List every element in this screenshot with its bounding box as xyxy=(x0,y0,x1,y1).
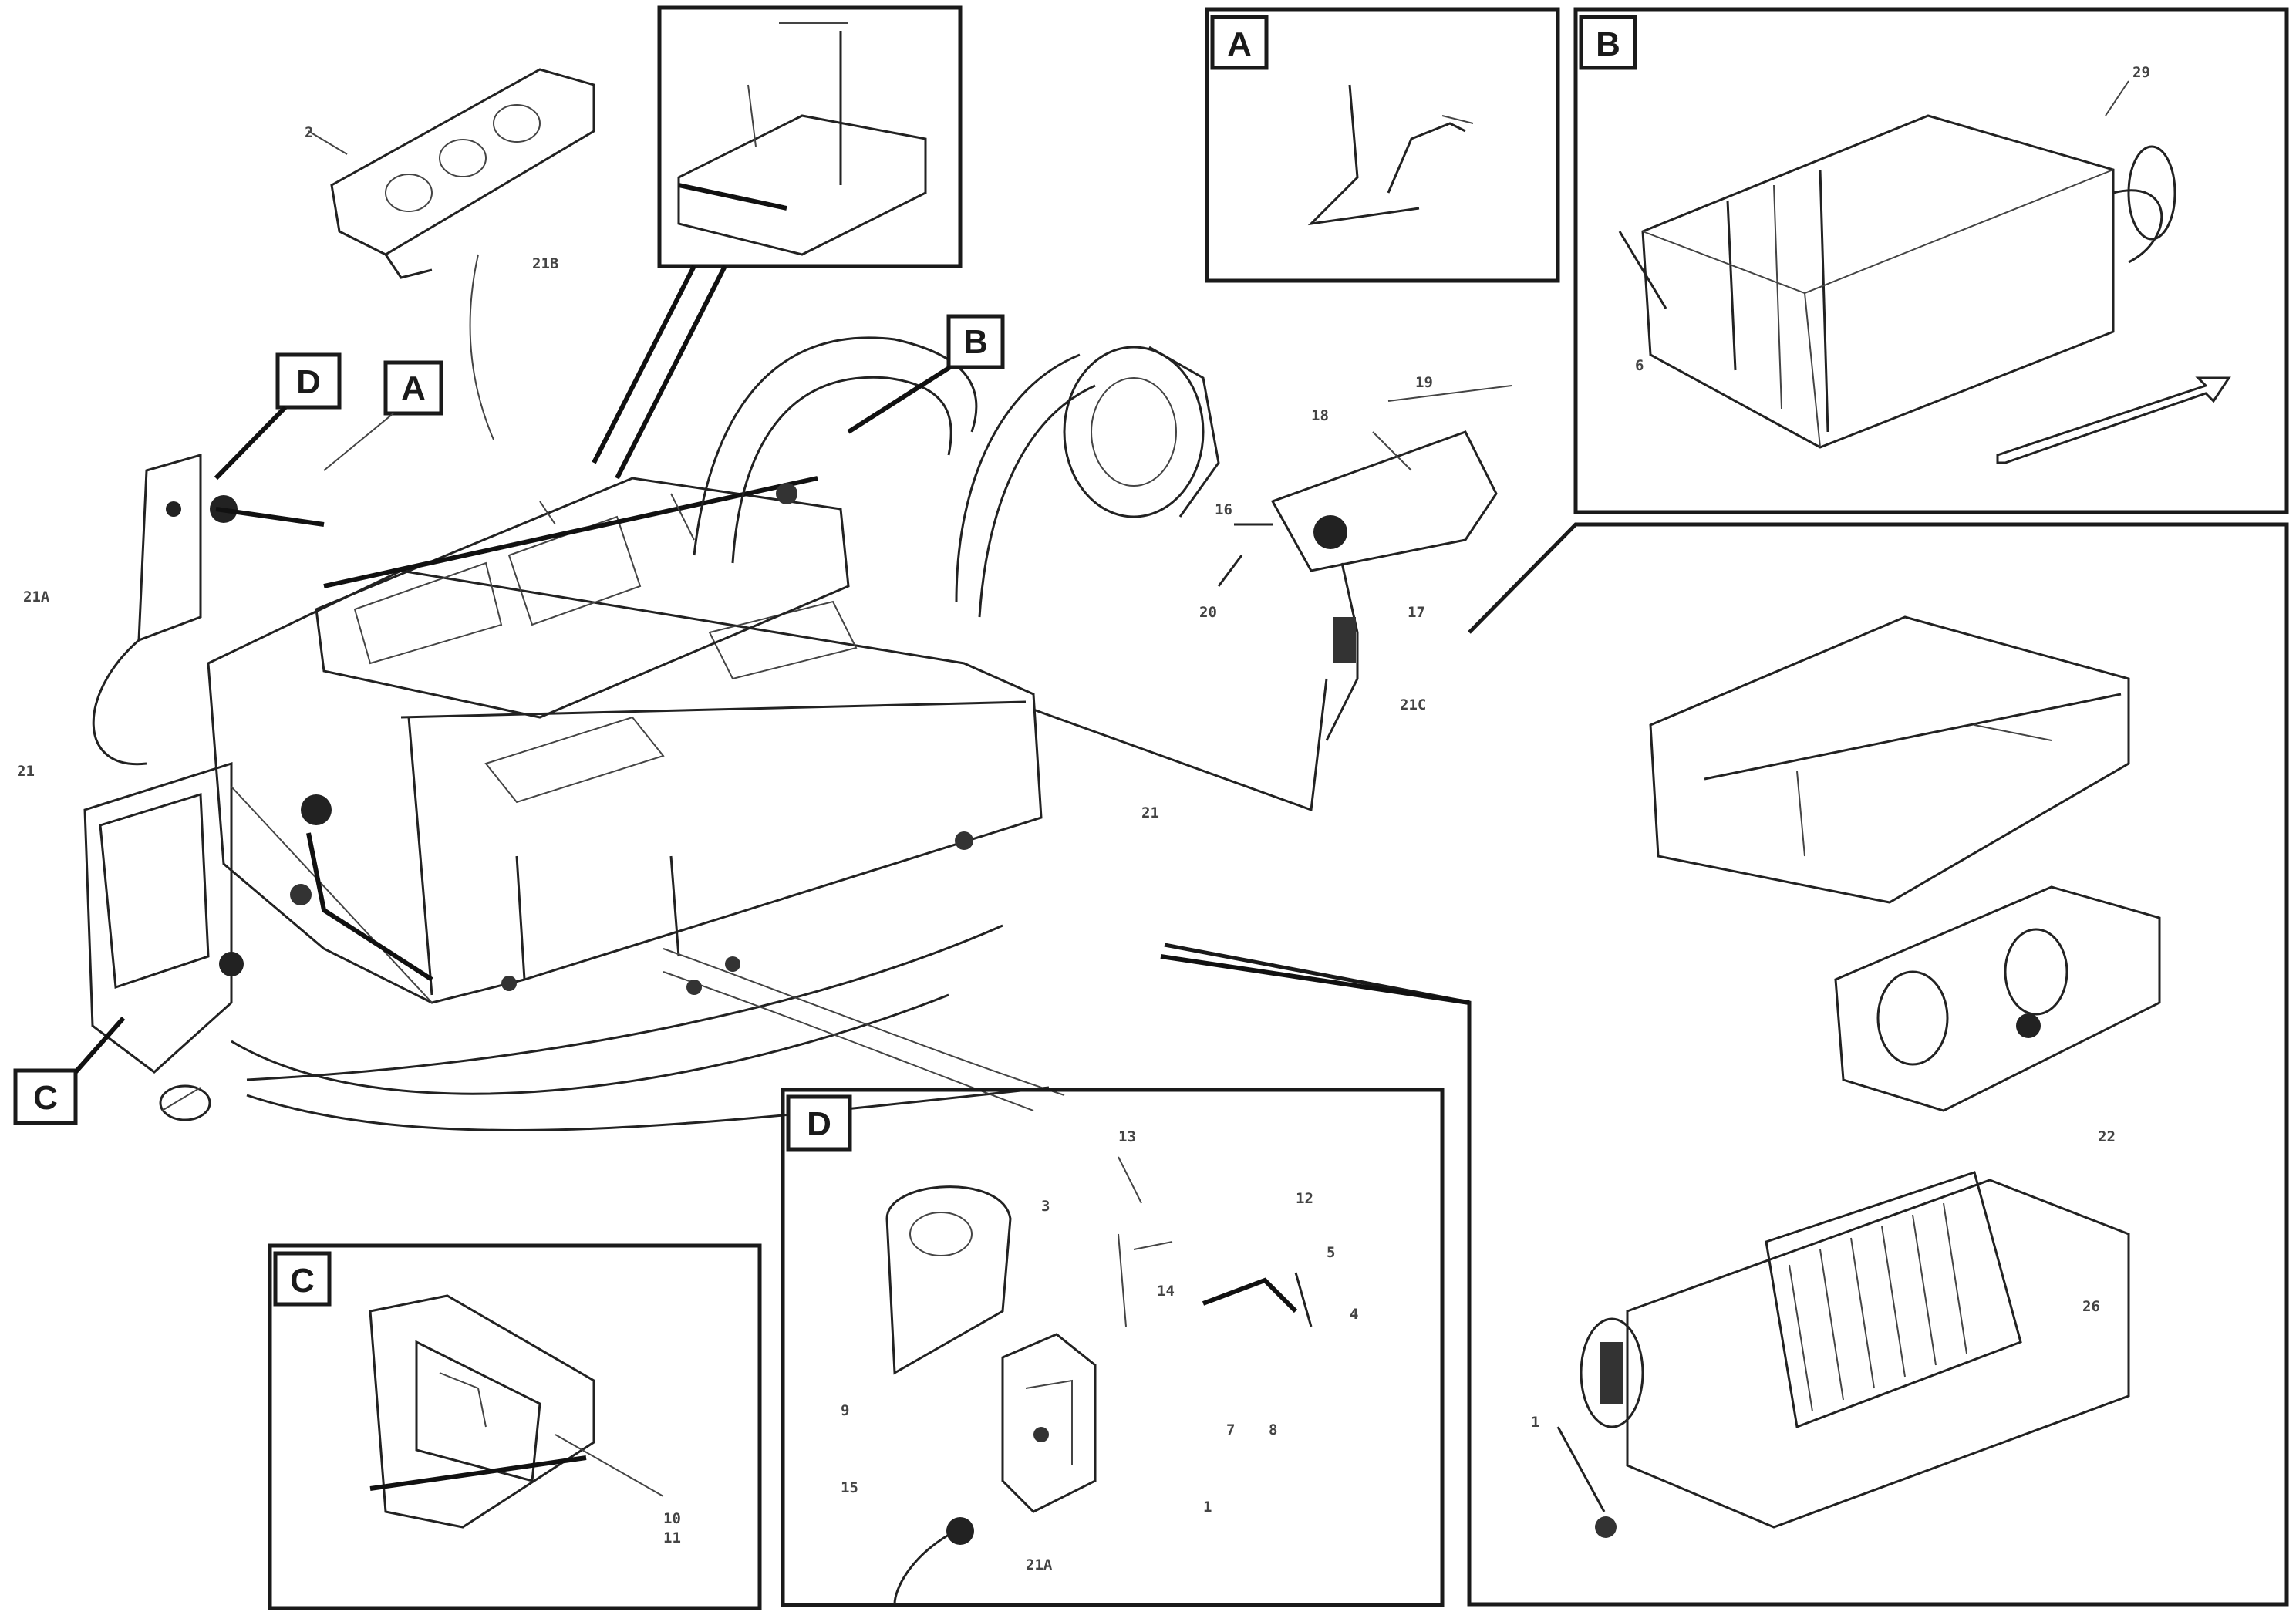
label-10: 10 xyxy=(663,1510,681,1527)
callout-tag-b-main: B xyxy=(847,314,1005,434)
label-11: 11 xyxy=(663,1529,681,1546)
switch-panel: 2 21B xyxy=(305,68,595,440)
callout-tag-d-main: D xyxy=(214,352,342,481)
label-12: 12 xyxy=(1296,1190,1313,1207)
label-4: 4 xyxy=(1350,1306,1358,1323)
sensor-assembly: 19 18 16 20 17 21C 21 xyxy=(1141,374,1512,821)
left-bracket: 21A 21 xyxy=(17,454,325,780)
panel-d-tag: D xyxy=(807,1105,831,1143)
label-18: 18 xyxy=(1311,407,1329,424)
detail-panel-b: B 29 6 xyxy=(1573,7,2289,514)
detail-panel-c: C 10 11 xyxy=(268,1243,762,1610)
label-21b: 21B xyxy=(532,255,558,272)
label-19: 19 xyxy=(1415,374,1433,391)
label-17: 17 xyxy=(1408,604,1425,621)
label-21a-d: 21A xyxy=(1026,1556,1053,1573)
svg-text:C: C xyxy=(33,1079,58,1117)
bolt-part xyxy=(159,1084,211,1121)
label-14: 14 xyxy=(1157,1283,1175,1300)
label-9: 9 xyxy=(841,1402,849,1419)
label-1-d: 1 xyxy=(1203,1499,1212,1516)
label-7: 7 xyxy=(1226,1421,1235,1438)
panel-b-tag: B xyxy=(1596,25,1620,63)
label-21a-left: 21A xyxy=(23,588,50,605)
label-1-right: 1 xyxy=(1531,1414,1539,1431)
label-6: 6 xyxy=(1635,357,1644,374)
panel-a-tag: A xyxy=(1227,25,1252,63)
main-assembly xyxy=(83,336,1328,1131)
inset-top-detail xyxy=(592,5,963,480)
label-16: 16 xyxy=(1215,501,1232,518)
label-2: 2 xyxy=(305,124,313,141)
label-21-left: 21 xyxy=(17,763,35,780)
overview-panel-right: 1 22 26 xyxy=(1160,522,2289,1607)
svg-text:D: D xyxy=(296,363,321,401)
label-13: 13 xyxy=(1118,1128,1136,1145)
panel-c-tag: C xyxy=(290,1262,315,1300)
label-3: 3 xyxy=(1041,1198,1050,1215)
label-21-mid: 21 xyxy=(1141,804,1159,821)
label-8: 8 xyxy=(1269,1421,1277,1438)
label-20: 20 xyxy=(1199,604,1217,621)
label-21c: 21C xyxy=(1400,696,1426,713)
callout-tag-c-main: C xyxy=(13,1017,126,1125)
label-15: 15 xyxy=(841,1479,858,1496)
callout-tag-a-main: A xyxy=(323,360,443,471)
svg-text:B: B xyxy=(963,323,988,361)
detail-panel-d: D 13 3 12 5 4 14 7 8 9 15 21A 1 xyxy=(781,1088,1445,1607)
label-26: 26 xyxy=(2082,1298,2100,1315)
label-5: 5 xyxy=(1327,1244,1335,1261)
svg-text:A: A xyxy=(401,369,426,407)
detail-panel-a: A xyxy=(1205,7,1560,283)
label-29: 29 xyxy=(2132,64,2150,81)
label-22: 22 xyxy=(2098,1128,2116,1145)
